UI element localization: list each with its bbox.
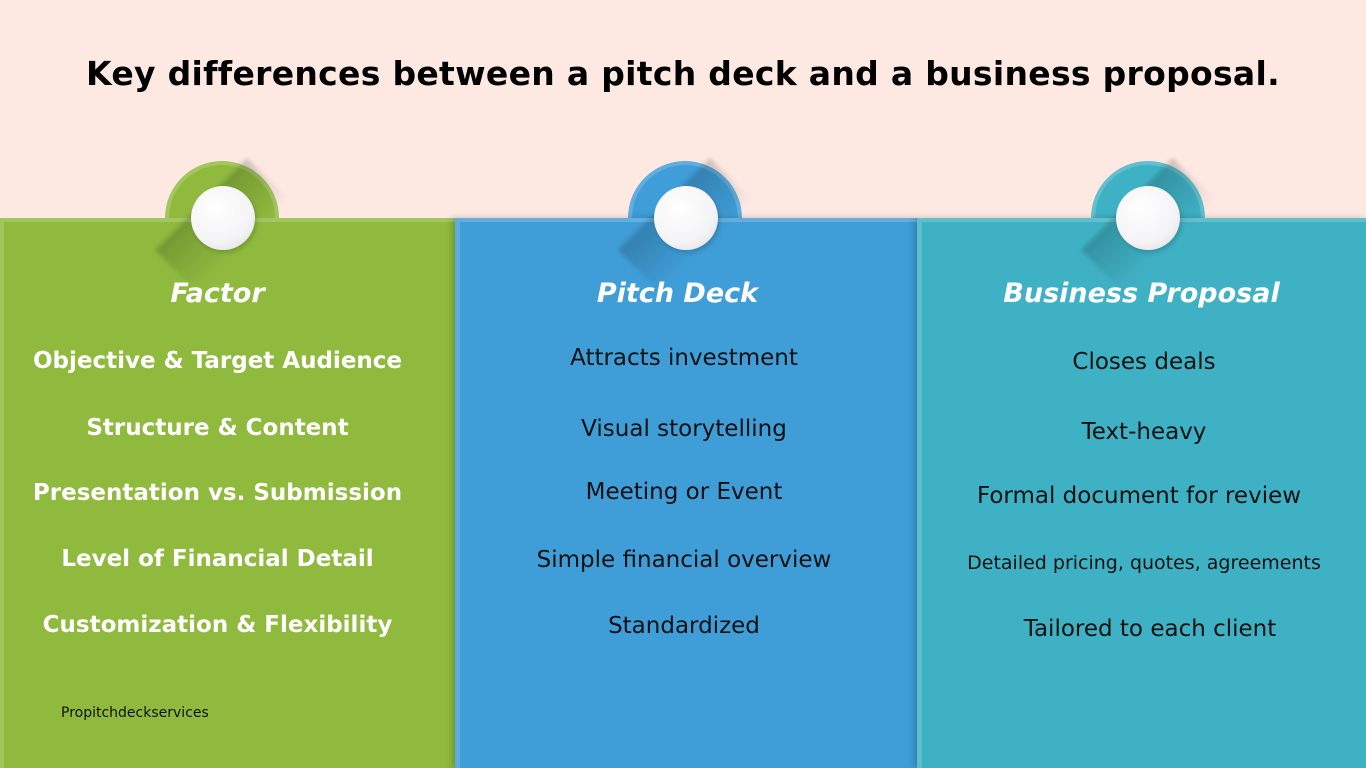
factor-item: Structure & Content bbox=[86, 415, 349, 441]
page-title: Key differences between a pitch deck and… bbox=[86, 54, 1280, 93]
column-heading-pitch-deck: Pitch Deck bbox=[596, 278, 759, 309]
business-proposal-item: Closes deals bbox=[1072, 349, 1216, 375]
pitch-deck-item: Simple financial overview bbox=[536, 547, 832, 573]
pitch-deck-item: Standardized bbox=[608, 613, 760, 639]
factor-item: Customization & Flexibility bbox=[42, 612, 393, 638]
pitch-deck-item: Meeting or Event bbox=[585, 479, 783, 505]
factor-item: Level of Financial Detail bbox=[61, 546, 374, 572]
pin-ball-icon bbox=[654, 186, 718, 250]
pitch-deck-item: Attracts investment bbox=[570, 345, 798, 371]
factor-item: Objective & Target Audience bbox=[32, 348, 403, 374]
credit-text: Propitchdeckservices bbox=[61, 705, 209, 721]
pin-ball-icon bbox=[191, 186, 255, 250]
business-proposal-item: Tailored to each client bbox=[1023, 616, 1277, 642]
column-heading-business-proposal: Business Proposal bbox=[1003, 278, 1280, 309]
pitch-deck-item: Visual storytelling bbox=[581, 416, 787, 442]
business-proposal-item: Text-heavy bbox=[1081, 419, 1207, 445]
pin-ball-icon bbox=[1116, 186, 1180, 250]
business-proposal-item: Formal document for review bbox=[976, 483, 1302, 509]
business-proposal-column bbox=[917, 218, 1366, 768]
factor-column bbox=[0, 218, 455, 768]
business-proposal-item: Detailed pricing, quotes, agreements bbox=[967, 552, 1321, 574]
factor-item: Presentation vs. Submission bbox=[32, 480, 403, 506]
pitch-deck-column bbox=[455, 218, 917, 768]
column-heading-factor: Factor bbox=[170, 278, 265, 309]
